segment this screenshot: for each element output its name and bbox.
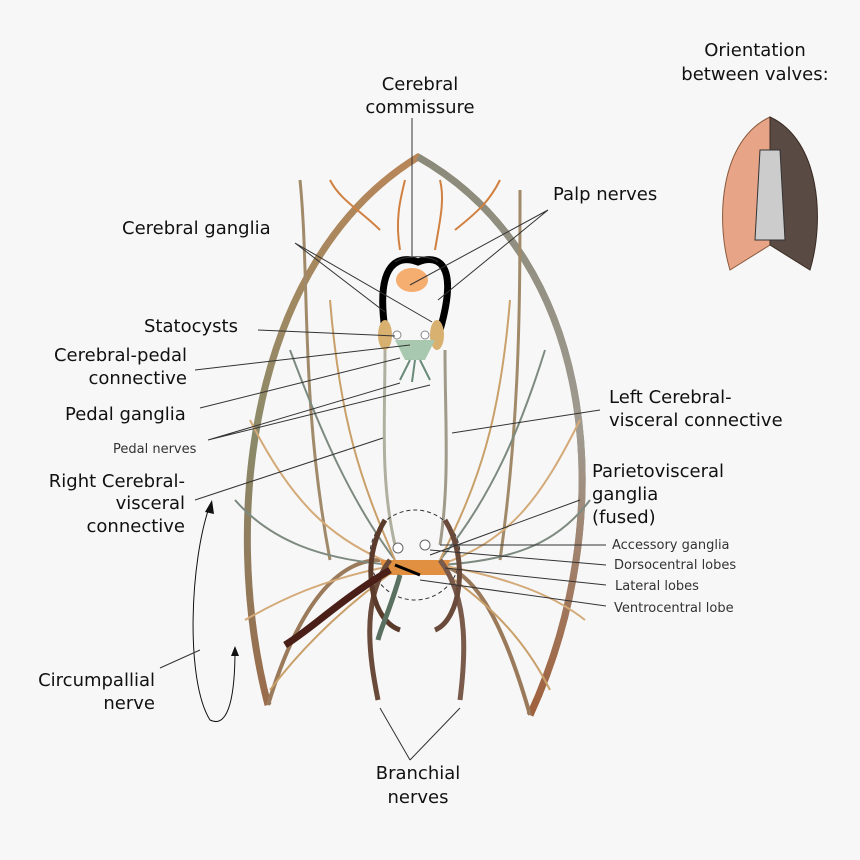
palp-ganglion — [396, 268, 428, 292]
lateral-lobes-label: Lateral lobes — [615, 579, 699, 594]
circumpallial-nerve — [243, 152, 586, 717]
cerebral-ganglia-label: Cerebral ganglia — [122, 218, 271, 239]
orientation-label-1: Orientation — [704, 40, 806, 61]
parietovisceral-label-3: (fused) — [592, 507, 656, 528]
pedal-ganglia — [395, 340, 435, 360]
branchial-nerves — [283, 518, 467, 701]
left-cv-label-2: visceral connective — [609, 410, 783, 431]
ventrocentral-lobe-label: Ventrocentral lobe — [614, 601, 734, 616]
pedal-ganglia-label: Pedal ganglia — [65, 404, 186, 425]
parietovisceral-label-2: ganglia — [592, 484, 658, 505]
parietovisceral-label-1: Parietovisceral — [592, 461, 724, 482]
orientation-label-2: between valves: — [681, 64, 828, 85]
cerebral-ganglia — [378, 256, 452, 383]
dorsocentral-lobes-label: Dorsocentral lobes — [614, 558, 736, 573]
accessory-ganglia-label: Accessory ganglia — [612, 538, 730, 553]
cerebral-commissure-label-1: Cerebral — [382, 74, 459, 95]
right-cv-label-2: visceral — [116, 493, 185, 514]
cerebral-commissure-label-2: commissure — [365, 97, 474, 118]
palp-nerves-label: Palp nerves — [553, 184, 657, 205]
statocyst-right — [420, 330, 430, 340]
cerebral-pedal-label-2: connective — [89, 368, 187, 389]
branchial-label-2: nerves — [388, 787, 449, 808]
statocysts-label: Statocysts — [144, 316, 238, 337]
statocyst-left — [392, 330, 402, 340]
svg-text:between valves:: between valves: — [681, 64, 828, 85]
left-cv-label-1: Left Cerebral- — [609, 387, 732, 408]
branchial-label-1: Branchial — [376, 763, 461, 784]
circumpallial-label-1: Circumpallial — [38, 670, 155, 691]
svg-text:Orientation: Orientation — [704, 40, 806, 61]
cerebral-visceral-connectives — [382, 349, 448, 546]
right-cv-label-1: Right Cerebral- — [49, 471, 185, 492]
right-cv-label-3: connective — [87, 516, 185, 537]
circumpallial-label-2: nerve — [103, 693, 155, 714]
orientation-valves-illustration — [722, 116, 818, 271]
pedal-nerves-label: Pedal nerves — [113, 442, 197, 457]
circumpallial-arrow — [192, 504, 236, 723]
cerebral-pedal-label-1: Cerebral-pedal — [54, 345, 187, 366]
leader-lines — [159, 118, 607, 761]
